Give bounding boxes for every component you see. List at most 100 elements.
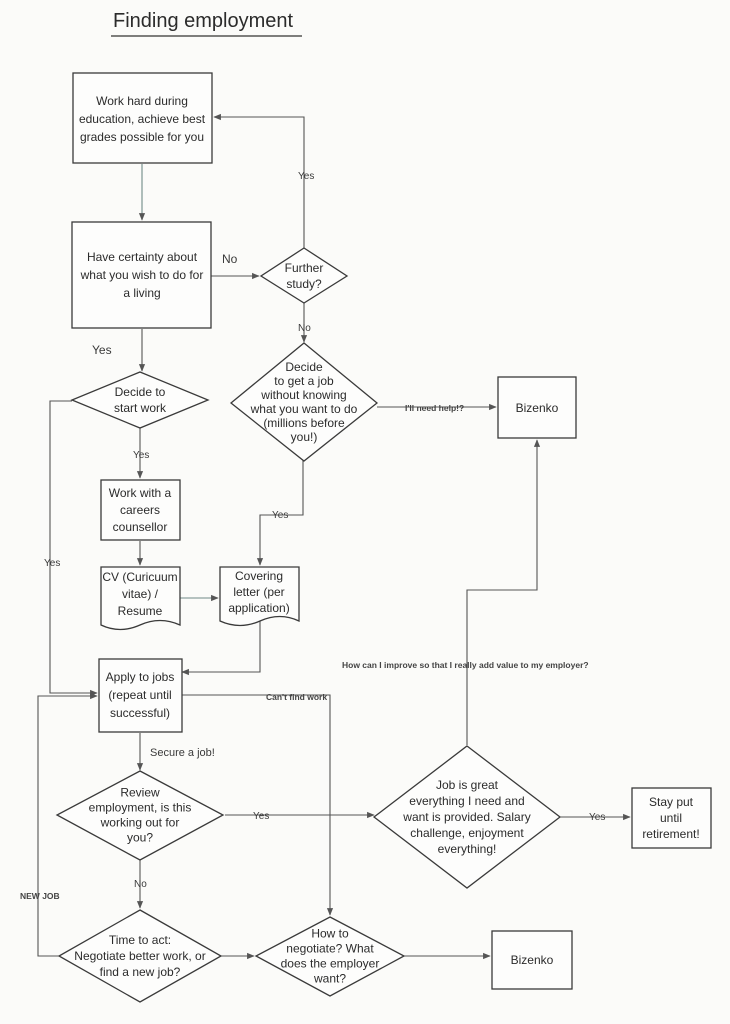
node-time-to-act-text: Time to act: Negotiate better work, or fin… xyxy=(74,933,205,979)
node-covering-letter-text: Covering letter (per application) xyxy=(228,569,289,615)
node-text-line: letter (per xyxy=(233,585,284,599)
node-text-line: Have certainty about xyxy=(87,250,198,264)
node-text-line: want is provided. Salary xyxy=(402,810,530,824)
node-cv-resume xyxy=(100,566,181,631)
label-no-review: No xyxy=(134,879,147,890)
node-text-line: Decide to xyxy=(115,385,166,399)
node-job-great xyxy=(372,745,562,889)
label-secure-job: Secure a job! xyxy=(150,747,215,759)
node-decide-start-text: Decide to start work xyxy=(114,385,167,415)
page-title: Finding employment xyxy=(113,10,294,32)
nodes: Work hard during education, achieve best g… xyxy=(55,72,712,1003)
node-further-study-text: Further study? xyxy=(285,261,324,291)
label-yes-certainty: Yes xyxy=(92,343,112,357)
node-text-line: Further xyxy=(285,261,324,275)
node-text-line: to get a job xyxy=(274,374,334,388)
node-bizenko-top xyxy=(497,376,577,439)
node-certainty-text: Have certainty about what you wish to do … xyxy=(80,250,204,300)
edge-jobgreat-bizenko xyxy=(466,439,541,745)
node-text-line: grades possible for you xyxy=(80,130,204,144)
node-text-line: Negotiate better work, or xyxy=(74,949,205,963)
node-text-line: Resume xyxy=(118,604,163,618)
node-text-line: employment, is this xyxy=(89,801,192,815)
node-text-line: Time to act: xyxy=(109,933,171,947)
node-text-line: start work xyxy=(114,401,167,415)
node-text-line: Bizenko xyxy=(511,953,554,967)
node-certainty xyxy=(71,221,212,329)
edge-further-workhard xyxy=(213,113,305,248)
node-bizenko-top-text: Bizenko xyxy=(516,401,559,415)
node-text-line: working out for xyxy=(100,816,180,830)
node-text-line: Decide xyxy=(285,360,323,374)
node-text-line: education, achieve best xyxy=(79,112,206,126)
edge-decidejob-covering xyxy=(256,460,304,566)
node-stay-put xyxy=(631,787,712,849)
node-bizenko-bottom-text: Bizenko xyxy=(511,953,554,967)
node-cv-resume-text: CV (Curicuum vitae) / Resume xyxy=(102,570,177,618)
node-text-line: a living xyxy=(123,286,160,300)
label-yes-left: Yes xyxy=(44,558,60,569)
node-text-line: Job is great xyxy=(436,778,499,792)
node-text-line: you? xyxy=(127,831,153,845)
node-text-line: study? xyxy=(286,277,322,291)
node-text-line: retirement! xyxy=(642,827,699,841)
node-text-line: Work hard during xyxy=(96,94,188,108)
node-apply-jobs xyxy=(98,658,183,733)
label-no-further: No xyxy=(298,323,311,334)
node-work-hard-text: Work hard during education, achieve best g… xyxy=(79,94,206,144)
node-text-line: negotiate? What xyxy=(286,942,374,956)
node-careers-counsellor xyxy=(100,479,181,541)
edges xyxy=(37,113,631,960)
node-text-line: without knowing xyxy=(260,388,346,402)
node-bizenko-bottom xyxy=(491,930,573,990)
node-text-line: find a new job? xyxy=(100,965,181,979)
node-text-line: CV (Curicuum xyxy=(102,570,177,584)
label-improve: How can I improve so that I really add v… xyxy=(342,660,589,670)
label-no-certainty: No xyxy=(222,252,238,266)
node-text-line: counsellor xyxy=(113,520,168,534)
node-text-line: (repeat until xyxy=(108,688,171,702)
label-yes-further: Yes xyxy=(298,171,314,182)
edge-covering-apply xyxy=(181,621,261,676)
label-yes-review: Yes xyxy=(253,811,269,822)
node-text-line: successful) xyxy=(110,706,170,720)
node-review-employment xyxy=(55,770,225,861)
node-stay-put-text: Stay put until retirement! xyxy=(642,795,699,841)
node-text-line: you!) xyxy=(291,430,318,444)
node-time-to-act xyxy=(57,909,223,1003)
label-yes-decide-start: Yes xyxy=(133,450,149,461)
label-cant-find-work: Can't find work xyxy=(266,692,327,702)
edge-labels: Yes No No Yes Yes I'll need help!? Yes Y… xyxy=(20,171,605,901)
node-text-line: application) xyxy=(228,601,289,615)
node-text-line: want? xyxy=(313,972,346,986)
edge-decidestart-apply xyxy=(49,400,98,697)
node-text-line: How to xyxy=(311,927,349,941)
node-work-hard xyxy=(72,72,213,164)
node-text-line: everything! xyxy=(438,842,497,856)
label-yes-great: Yes xyxy=(589,812,605,823)
edge-timetoact-apply xyxy=(37,692,98,957)
node-further-study xyxy=(259,247,349,304)
node-text-line: Covering xyxy=(235,569,283,583)
node-text-line: careers xyxy=(120,503,160,517)
node-text-line: what you want to do xyxy=(250,402,358,416)
node-covering-letter xyxy=(219,566,300,627)
node-text-line: vitae) / xyxy=(122,587,159,601)
node-decide-job xyxy=(229,342,379,462)
node-text-line: until xyxy=(660,811,682,825)
label-need-help: I'll need help!? xyxy=(405,403,464,413)
node-text-line: Bizenko xyxy=(516,401,559,415)
node-text-line: Review xyxy=(120,786,160,800)
node-negotiate xyxy=(254,916,406,997)
node-text-line: does the employer xyxy=(281,957,380,971)
label-new-job: NEW JOB xyxy=(20,891,60,901)
node-text-line: what you wish to do for xyxy=(80,268,204,282)
node-text-line: Stay put xyxy=(649,795,694,809)
